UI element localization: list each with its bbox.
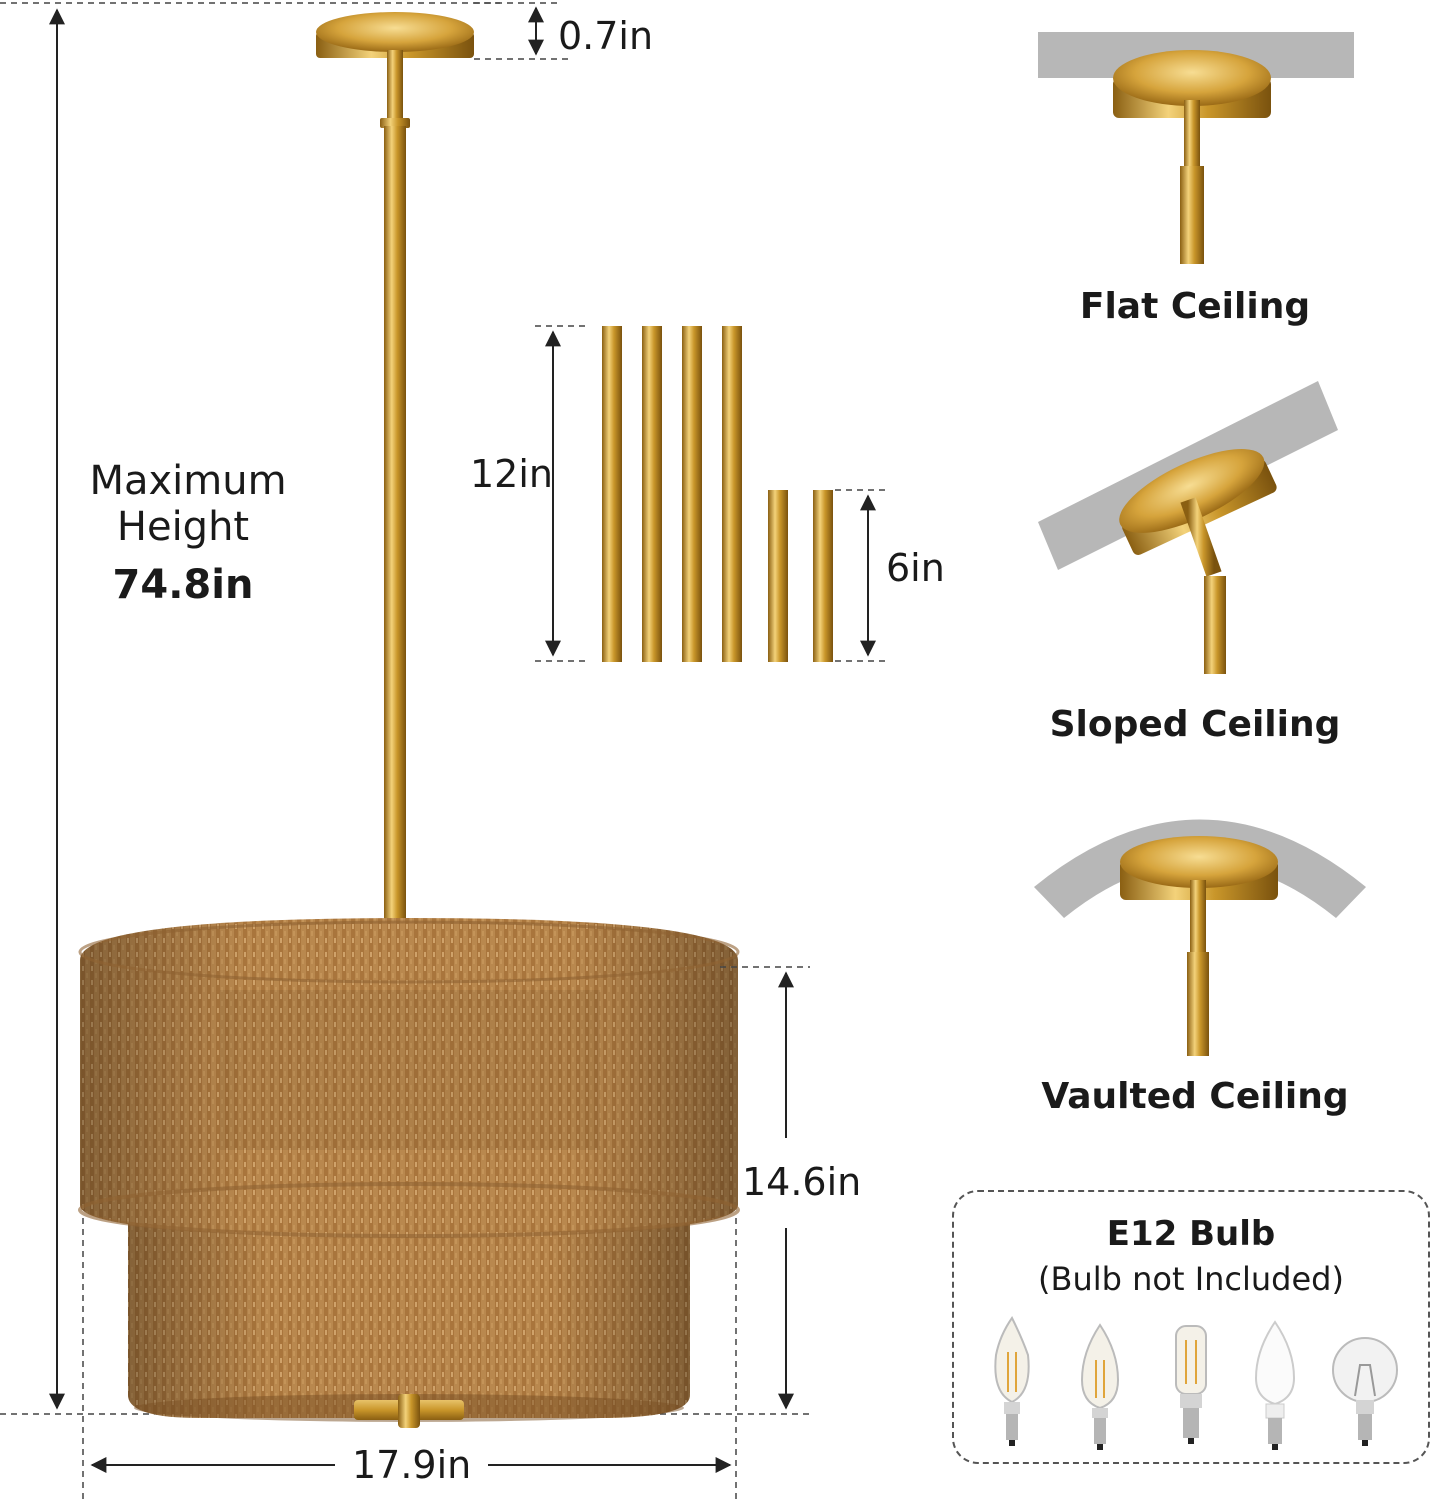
bulb-options bbox=[994, 1316, 1398, 1450]
shade-width-label: 17.9in bbox=[352, 1443, 472, 1487]
globe-bulb-icon bbox=[1332, 1337, 1398, 1446]
max-height-dimension bbox=[0, 2, 810, 1415]
bulb-info-box: E12 Bulb (Bulb not Included) bbox=[952, 1190, 1430, 1464]
max-height-label: Maximum Height 74.8in bbox=[58, 458, 318, 608]
max-height-value: 74.8in bbox=[48, 562, 318, 608]
vaulted-ceiling-label: Vaulted Ceiling bbox=[1041, 1076, 1349, 1117]
long-rod-dimension bbox=[535, 325, 590, 662]
candle-flame-tip-bulb-icon bbox=[994, 1316, 1030, 1446]
shade-width-dimension bbox=[82, 1218, 737, 1500]
max-height-label-line2: Height bbox=[116, 504, 250, 550]
bulb-not-included-note: (Bulb not Included) bbox=[1038, 1260, 1344, 1298]
main-down-rod bbox=[384, 126, 406, 926]
short-rod-label: 6in bbox=[886, 546, 945, 590]
max-height-label-line1: Maximum bbox=[89, 458, 287, 504]
sloped-ceiling-illustration bbox=[1038, 381, 1338, 674]
tubular-bulb-icon bbox=[1175, 1325, 1207, 1444]
canopy-height-label: 0.7in bbox=[558, 14, 654, 58]
sloped-ceiling-label: Sloped Ceiling bbox=[1049, 704, 1341, 745]
led-frosted-bulb-icon bbox=[1254, 1320, 1296, 1450]
flat-ceiling-illustration bbox=[1038, 32, 1354, 264]
extension-rods bbox=[602, 326, 833, 662]
shade-height-dimension bbox=[720, 966, 810, 1410]
vaulted-ceiling-illustration bbox=[1034, 819, 1366, 1056]
rope-shade bbox=[78, 918, 740, 1428]
shade-height-label: 14.6in bbox=[742, 1160, 862, 1204]
main-canopy bbox=[316, 12, 474, 128]
long-rod-label: 12in bbox=[470, 452, 553, 496]
flat-ceiling-label: Flat Ceiling bbox=[1079, 286, 1311, 327]
max-height-value-text: 74.8in bbox=[112, 562, 254, 608]
bulb-type-title: E12 Bulb bbox=[1106, 1214, 1276, 1254]
short-rod-dimension bbox=[835, 489, 885, 662]
candle-bulb-icon bbox=[1080, 1323, 1120, 1450]
canopy-height-dimension bbox=[474, 2, 570, 60]
